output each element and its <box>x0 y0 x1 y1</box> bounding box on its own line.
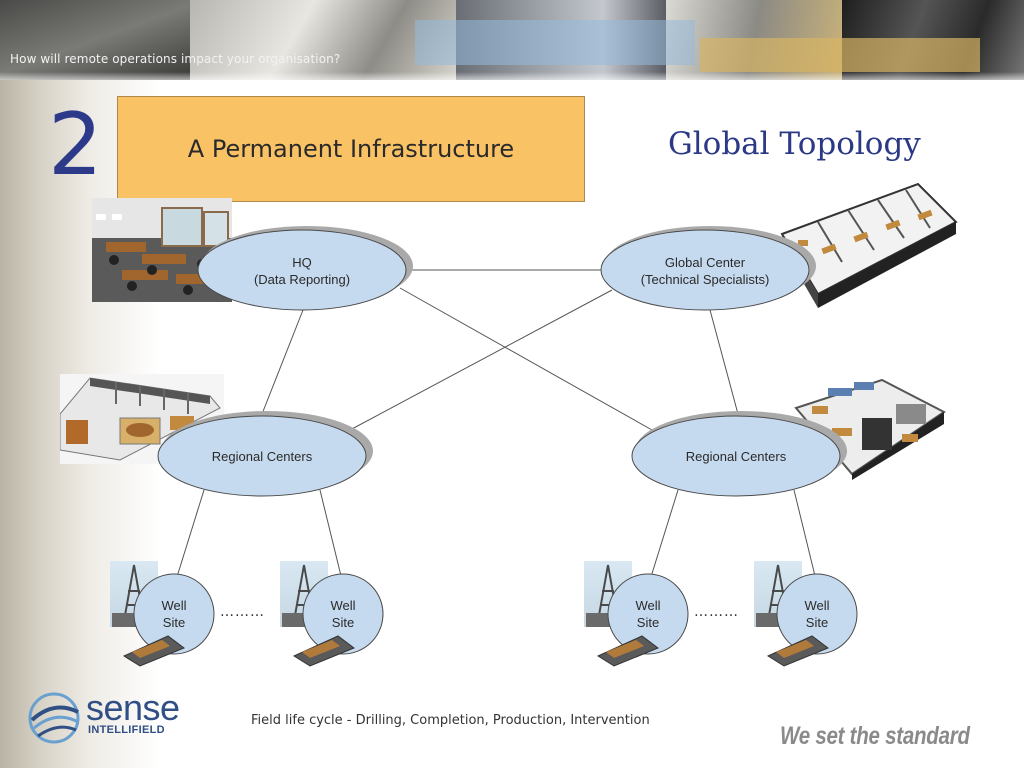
logo-wordmark: sense <box>86 687 180 728</box>
footer-text: Field life cycle - Drilling, Completion,… <box>251 713 650 728</box>
globe-icon <box>28 692 80 744</box>
regional-center-right-node <box>631 415 841 497</box>
banner-photo-abstract <box>190 0 456 80</box>
topology-heading: Global Topology <box>668 126 921 162</box>
hq-node-label: HQ (Data Reporting) <box>253 255 351 287</box>
hq-node <box>197 229 407 311</box>
well-site-node-3 <box>607 573 689 655</box>
banner-question: How will remote operations impact your o… <box>10 52 341 66</box>
edge-global-regional-right <box>709 309 739 415</box>
regional-right-node-label: Regional Centers <box>685 449 787 464</box>
well-site-node-2 <box>302 573 384 655</box>
slide-number: 2 <box>48 95 103 195</box>
global-center-node-label: Global Center (Technical Specialists) <box>640 255 770 287</box>
global-center-node <box>600 229 810 311</box>
well-site-label-4: Well Site <box>804 598 830 630</box>
banner-blue-overlay <box>415 20 695 65</box>
banner-gold-overlay <box>700 38 980 72</box>
well-site-node-4 <box>776 573 858 655</box>
slide-title: A Permanent Infrastructure <box>187 135 515 163</box>
ellipsis-right: ……… <box>694 604 739 620</box>
edge-hq-regional-left <box>261 309 304 415</box>
edge-regional-left-well-2 <box>319 489 343 581</box>
regional-center-left-node <box>157 415 367 497</box>
well-site-label-2: Well Site <box>330 598 356 630</box>
well-site-node-1 <box>133 573 215 655</box>
well-site-label-1: Well Site <box>161 598 187 630</box>
tagline: We set the standard <box>780 722 970 750</box>
title-box: A Permanent Infrastructure <box>117 96 585 202</box>
console-trays <box>122 635 830 667</box>
sense-intellifield-logo: sense INTELLIFIELD <box>28 690 198 746</box>
header-banner: How will remote operations impact your o… <box>0 0 1024 80</box>
edge-regional-right-well-3 <box>649 489 679 581</box>
regional-left-node-label: Regional Centers <box>211 449 313 464</box>
banner-photo-office <box>0 0 190 80</box>
well-site-label-3: Well Site <box>635 598 661 630</box>
regional-center-left-image <box>60 374 224 464</box>
edge-global-regional-left <box>349 289 613 431</box>
ellipsis-left: ……… <box>220 604 265 620</box>
edge-hq-regional-right <box>399 287 653 431</box>
logo-subtitle: INTELLIFIELD <box>88 724 165 736</box>
edge-regional-right-well-4 <box>793 489 817 581</box>
edge-regional-left-well-1 <box>175 489 205 581</box>
